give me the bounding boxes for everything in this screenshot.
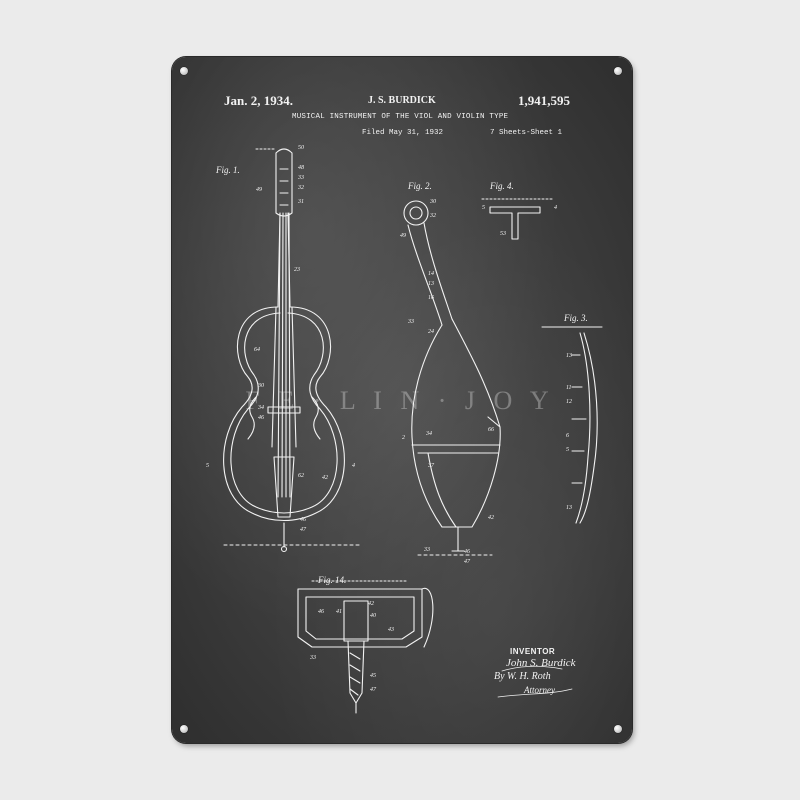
patent-drawings: 50 48 33 32 49 31 23 64 30 34 46 5 4 42 … xyxy=(206,145,603,714)
fig14-label: Fig. 14. xyxy=(318,575,347,585)
svg-text:32: 32 xyxy=(297,185,304,191)
svg-text:40: 40 xyxy=(370,612,376,619)
patent-title: MUSICAL INSTRUMENT OF THE VIOL AND VIOLI… xyxy=(292,113,509,121)
patent-number: 1,941,595 xyxy=(518,93,570,108)
inventor-signature: John S. Burdick xyxy=(506,657,576,669)
attorney-signature: By W. H. Roth xyxy=(494,671,551,682)
svg-text:30: 30 xyxy=(257,383,264,389)
svg-text:62: 62 xyxy=(298,473,304,479)
bridge-profile-drawing xyxy=(541,326,603,524)
svg-text:48: 48 xyxy=(298,164,304,171)
svg-text:4: 4 xyxy=(352,462,355,469)
svg-text:46: 46 xyxy=(300,516,306,523)
svg-text:14: 14 xyxy=(428,270,434,277)
svg-text:46: 46 xyxy=(464,548,470,555)
svg-text:37: 37 xyxy=(427,463,435,469)
screw-icon xyxy=(614,67,622,75)
svg-text:5: 5 xyxy=(566,447,569,453)
bass-viol-drawing xyxy=(223,148,363,553)
svg-text:16: 16 xyxy=(428,295,434,301)
svg-text:42: 42 xyxy=(368,600,374,607)
svg-text:2: 2 xyxy=(402,435,405,441)
side-view-drawing xyxy=(403,200,501,556)
patent-inventor: J. S. BURDICK xyxy=(368,95,436,106)
svg-text:11: 11 xyxy=(566,385,572,391)
svg-text:46: 46 xyxy=(258,414,264,421)
detail-drawing xyxy=(481,198,553,240)
attorney-role: Attorney xyxy=(524,685,555,695)
svg-text:34: 34 xyxy=(257,404,264,411)
svg-text:33: 33 xyxy=(309,655,316,661)
fig4-label: Fig. 4. xyxy=(490,181,514,191)
svg-text:31: 31 xyxy=(297,199,304,205)
patent-sheets: 7 Sheets-Sheet 1 xyxy=(490,129,563,137)
svg-text:23: 23 xyxy=(294,267,300,273)
svg-text:46: 46 xyxy=(318,608,324,615)
svg-text:33: 33 xyxy=(407,319,414,325)
svg-text:33: 33 xyxy=(423,547,430,553)
svg-text:42: 42 xyxy=(488,514,494,521)
svg-text:53: 53 xyxy=(500,231,506,237)
svg-text:12: 12 xyxy=(566,399,572,405)
svg-text:43: 43 xyxy=(388,626,394,633)
svg-text:42: 42 xyxy=(322,474,328,481)
svg-text:24: 24 xyxy=(428,328,434,335)
svg-text:41: 41 xyxy=(336,608,342,615)
fig2-label: Fig. 2. xyxy=(408,181,432,191)
patent-filed: Filed May 31, 1932 xyxy=(362,129,444,137)
svg-text:5: 5 xyxy=(206,463,209,469)
svg-text:13: 13 xyxy=(428,281,434,287)
svg-text:13: 13 xyxy=(566,353,572,359)
svg-text:5: 5 xyxy=(482,205,485,211)
svg-text:49: 49 xyxy=(400,232,406,239)
svg-text:64: 64 xyxy=(254,346,260,353)
svg-text:47: 47 xyxy=(464,558,471,565)
fig1-label: Fig. 1. xyxy=(216,165,240,175)
svg-text:6: 6 xyxy=(566,433,569,439)
svg-text:13: 13 xyxy=(566,505,572,511)
svg-text:66: 66 xyxy=(488,427,494,433)
svg-text:4: 4 xyxy=(554,204,557,211)
endpin-section-drawing xyxy=(297,580,434,714)
svg-text:30: 30 xyxy=(429,199,436,205)
svg-text:32: 32 xyxy=(429,213,436,219)
svg-text:45: 45 xyxy=(370,672,376,679)
metal-sign: Jan. 2, 1934. J. S. BURDICK 1,941,595 MU… xyxy=(172,57,632,743)
inventor-label: INVENTOR xyxy=(510,647,556,656)
patent-date: Jan. 2, 1934. xyxy=(224,93,293,108)
svg-text:50: 50 xyxy=(298,145,304,151)
fig3-label: Fig. 3. xyxy=(564,313,588,323)
svg-text:49: 49 xyxy=(256,186,262,193)
svg-text:34: 34 xyxy=(425,430,432,437)
screw-icon xyxy=(180,725,188,733)
screw-icon xyxy=(180,67,188,75)
screw-icon xyxy=(614,725,622,733)
svg-text:47: 47 xyxy=(370,686,377,693)
signature-flourish xyxy=(497,665,573,698)
svg-text:47: 47 xyxy=(300,526,307,533)
svg-text:33: 33 xyxy=(297,175,304,181)
